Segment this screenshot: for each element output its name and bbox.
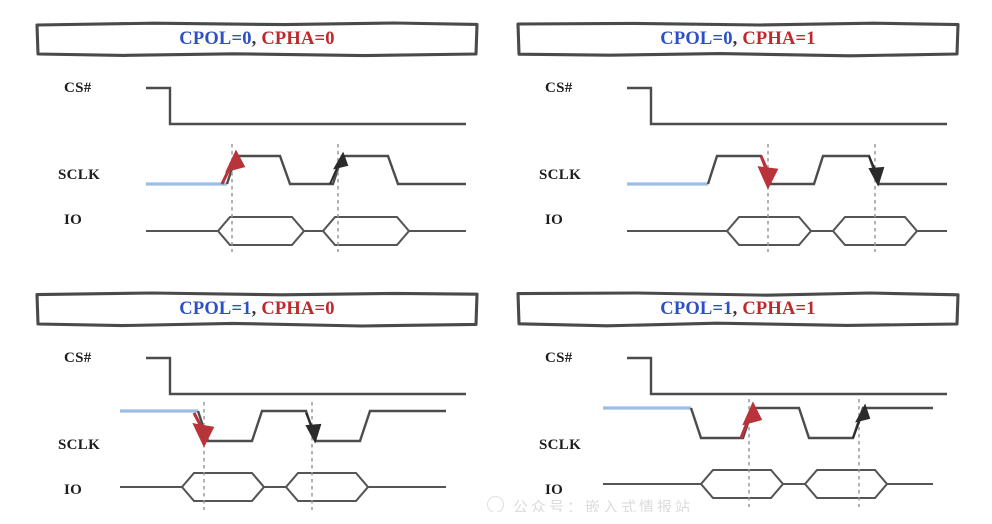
sample-arrow-1-up-red-icon [739, 401, 763, 439]
title-box-border [35, 21, 479, 58]
io-eye-2-bottom [322, 229, 466, 247]
signal-label-io: IO [64, 482, 83, 498]
io-eye-1-top [120, 471, 286, 489]
title-box-border [516, 291, 960, 328]
waveform-area [120, 356, 466, 510]
title-cpol: CPOL=1 [660, 298, 733, 319]
sample-arrow-2-up-dark-icon [852, 403, 871, 439]
title-cpol: CPOL=1 [179, 298, 252, 319]
sample-arrow-2-down-dark-icon [868, 155, 885, 187]
panel-cpol1-cpha0: CPOL=1, CPHA=0 CS# SCLK IO [22, 274, 492, 524]
title-separator: , [732, 28, 743, 49]
title-cpol: CPOL=0 [179, 28, 252, 49]
signal-label-sclk: SCLK [539, 437, 582, 453]
title-separator: , [251, 28, 262, 49]
sample-arrow-2-down-dark-icon [305, 412, 322, 444]
panel-title: CPOL=0, CPHA=1 [515, 20, 961, 58]
io-eye-2-top [285, 471, 446, 489]
io-eye-2-top [322, 215, 466, 233]
waveform-area [627, 86, 947, 252]
sample-arrow-1-down-red-icon [757, 155, 779, 190]
signal-label-io: IO [545, 482, 564, 498]
io-eye-2-bottom [285, 485, 446, 503]
io-eye-1-top [627, 215, 833, 233]
panel-title-box: CPOL=0, CPHA=1 [515, 20, 961, 58]
panel-cpol1-cpha1: CPOL=1, CPHA=1 CS# SCLK IO [503, 274, 973, 524]
signal-label-cs: CS# [64, 80, 92, 96]
io-eye-2-top [832, 215, 947, 233]
waveform-area [603, 356, 947, 507]
signal-label-sclk: SCLK [539, 167, 582, 183]
signal-label-cs: CS# [64, 350, 92, 366]
panel-title: CPOL=1, CPHA=1 [515, 290, 961, 328]
signal-label-sclk: SCLK [58, 167, 101, 183]
signal-label-io: IO [64, 212, 83, 228]
cs-waveform [627, 86, 947, 126]
panel-cpol0-cpha0: CPOL=0, CPHA=0 CS# SCLK IO [22, 4, 492, 254]
panel-title: CPOL=0, CPHA=0 [34, 20, 480, 58]
panel-title-box: CPOL=1, CPHA=0 [34, 290, 480, 328]
title-separator: , [732, 298, 743, 319]
signal-label-cs: CS# [545, 350, 573, 366]
signal-label-io: IO [545, 212, 564, 228]
sclk-waveform [225, 154, 466, 186]
io-eye-2-top [804, 468, 933, 486]
waveform-area [146, 86, 466, 252]
io-eye-2-bottom [832, 229, 947, 247]
title-cpha: CPHA=1 [742, 298, 816, 319]
title-box-border [516, 21, 960, 58]
panel-cpol0-cpha1: CPOL=0, CPHA=1 CS# SCLK IO [503, 4, 973, 254]
panel-title-box: CPOL=0, CPHA=0 [34, 20, 480, 58]
title-cpha: CPHA=0 [261, 298, 335, 319]
signal-label-sclk: SCLK [58, 437, 101, 453]
sample-arrow-1-up-red-icon [220, 149, 246, 185]
title-cpol: CPOL=0 [660, 28, 733, 49]
io-eye-1-bottom [120, 485, 286, 503]
title-box-border [35, 291, 479, 328]
io-eye-2-bottom [804, 482, 933, 500]
sclk-waveform [706, 154, 947, 186]
io-eye-1-top [146, 215, 323, 233]
signal-label-cs: CS# [545, 80, 573, 96]
panel-title-box: CPOL=1, CPHA=1 [515, 290, 961, 328]
sclk-waveform [689, 406, 933, 440]
cs-waveform [627, 356, 947, 396]
io-eye-1-top [603, 468, 805, 486]
io-eye-1-bottom [627, 229, 833, 247]
sclk-waveform [196, 409, 446, 443]
cs-waveform [146, 356, 466, 396]
io-eye-1-bottom [146, 229, 323, 247]
panel-title: CPOL=1, CPHA=0 [34, 290, 480, 328]
sample-arrow-2-up-dark-icon [329, 151, 349, 185]
sample-arrow-1-down-red-icon [192, 412, 215, 448]
title-cpha: CPHA=0 [261, 28, 335, 49]
title-cpha: CPHA=1 [742, 28, 816, 49]
io-eye-1-bottom [603, 482, 805, 500]
title-separator: , [251, 298, 262, 319]
cs-waveform [146, 86, 466, 126]
